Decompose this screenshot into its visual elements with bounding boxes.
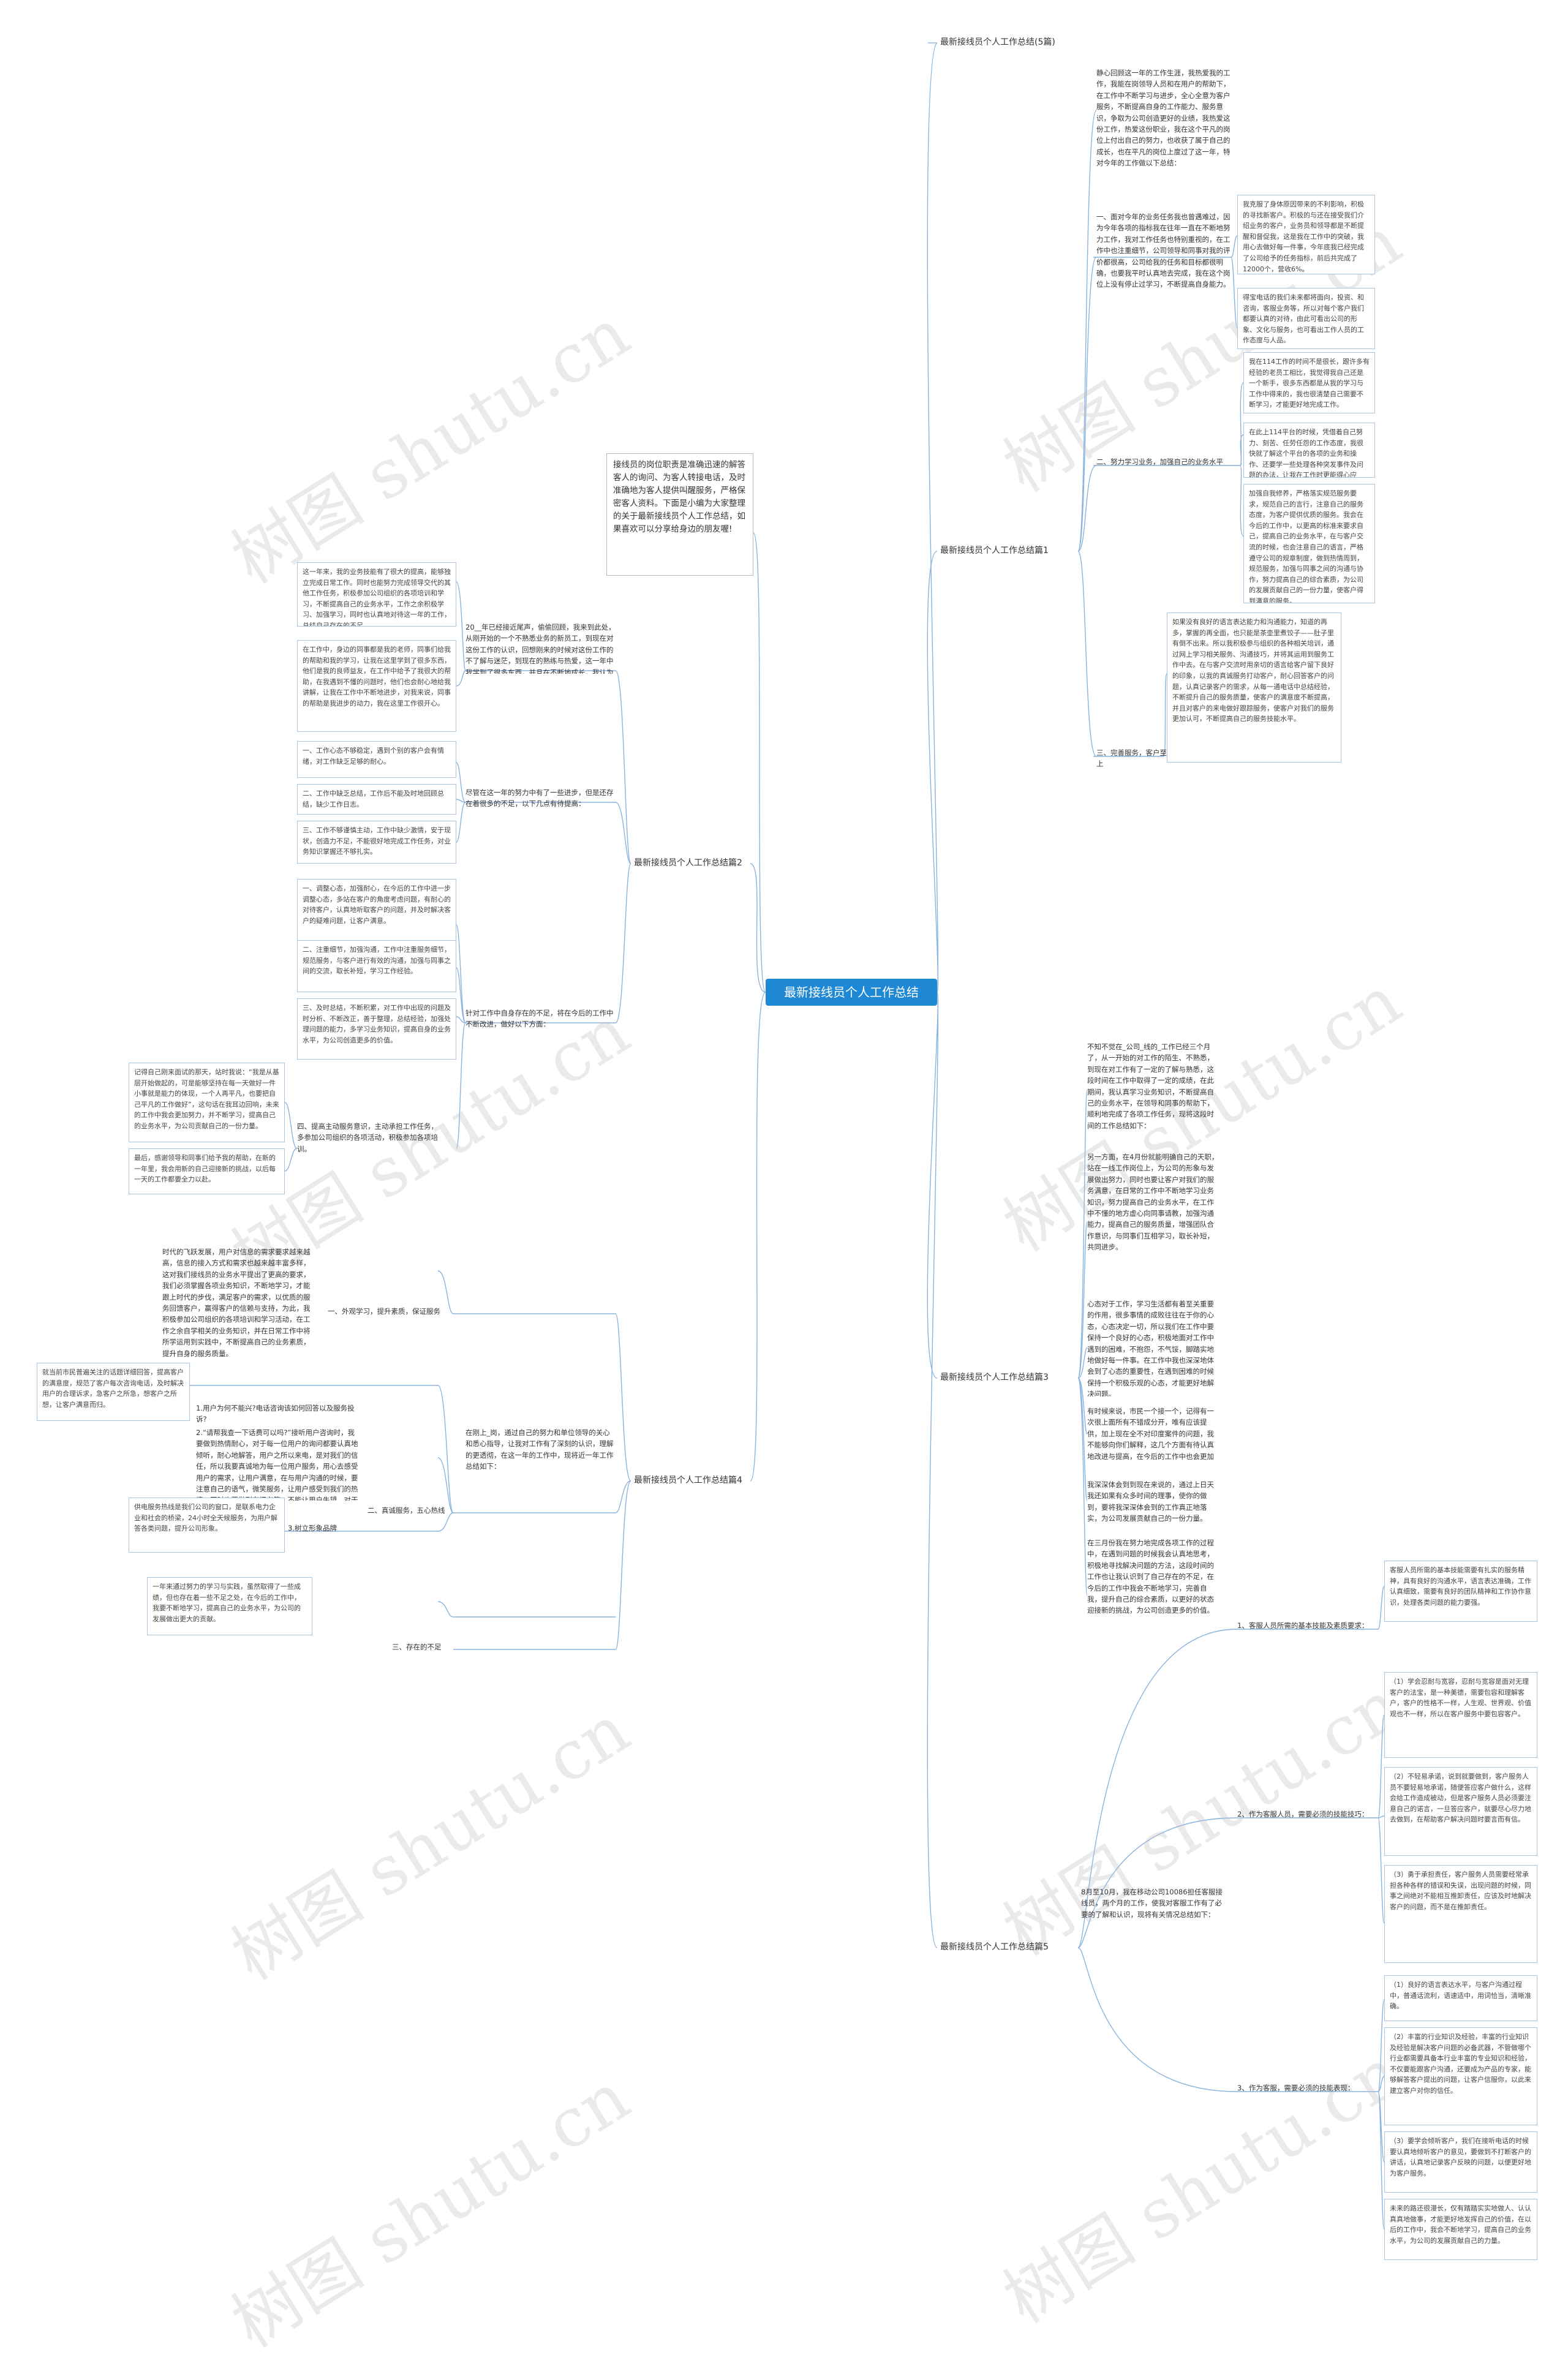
b3-para-3: 有时候来说，市民一个接一个，记得有一次很上面所有不错成分开，唯有应该提供，加上现… xyxy=(1087,1407,1214,1464)
b5-point-2a: （1）学会忍耐与宽容，忍耐与宽容是面对无理客户的法宝，是一种美德，需要包容和理解… xyxy=(1384,1672,1537,1758)
b5-point-1a: 客服人员所需的基本技能需要有扎实的服务精神，具有良好的沟通水平，语言表达准确，工… xyxy=(1384,1561,1537,1622)
b2-closing-2: 最后，感谢领导和同事们给予我的帮助，在新的一年里，我会用新的自己迎接新的挑战，以… xyxy=(129,1148,285,1194)
link-root-intro xyxy=(753,532,766,993)
intro-note: 接线员的岗位职责是准确迅速的解答客人的询问、为客人转接电话，及时准确地为客人提供… xyxy=(606,453,753,576)
b3-para-4: 我深深体会到到现在来说的，通过上日天我还如果有众多时间的理事，使你的做到，要将我… xyxy=(1087,1480,1214,1523)
b5-point-2c: （3）勇于承担责任，客户服务人员需要经常承担各种各样的错误和失误，出现问题的时候… xyxy=(1384,1865,1537,1963)
b2-para-2: 在工作中，身边的同事都是我的老师，同事们给我的帮助和我的学习，让我在这里学到了很… xyxy=(297,640,456,732)
b1-point-1a: 我克服了身体原因带来的不利影响，积极的寻找新客户。积极的与还在接受我们介绍业务的… xyxy=(1237,195,1375,274)
b5-lead: 8月至10月，我在移动公司10086担任客服接线员，两个月的工作，使我对客服工作… xyxy=(1081,1888,1223,1919)
b2-improvement-4: 四、提高主动服务意识，主动承担工作任务，多参加公司组织的各项活动，积极参加各项培… xyxy=(297,1122,438,1153)
b3-para-2: 心态对于工作，学习生活都有着至关重要的作用，很多事情的成败往往在于你的心态，心态… xyxy=(1087,1300,1214,1396)
b3-para-1: 另一方面，在4月份就能明确自己的天职，站在一线工作岗位上，为公司的形象与发展做出… xyxy=(1087,1153,1219,1252)
link-root-b0 xyxy=(927,42,939,993)
b1-point-2a: 我在114工作的时间不是很长，跟许多有经验的老员工相比，我觉得我自己还是一个新手… xyxy=(1243,352,1375,413)
b1-point-3a: 如果没有良好的语言表达能力和沟通能力，知道的再多，掌握的再全面，也只能是茶壶里煮… xyxy=(1167,612,1341,763)
b4-point-2b: 2.“请帮我查一下话费可以吗?”接听用户咨询时，我要做到热情耐心，对于每一位用户… xyxy=(196,1428,358,1501)
b5-closing: 未来的路还很漫长，仅有踏踏实实地做人、认认真真地做事，才能更好地发挥自己的价值，… xyxy=(1384,2199,1537,2260)
b2-shortcoming-3: 三、工作不够谨慎主动，工作中缺少激情，安于现状，创造力不足，不能很好地完成工作任… xyxy=(297,821,456,864)
b4-point-1: 一、外观学习，提升素质，保证服务 xyxy=(328,1307,440,1316)
link-root-b2 xyxy=(750,863,766,993)
branch-summary-5[interactable]: 最新接线员个人工作总结篇5 xyxy=(940,1942,1049,1952)
b5-point-3: 3、作为客服，需要必须的技能表现： xyxy=(1237,2084,1355,2092)
b5-point-3b: （2）丰富的行业知识及经验，丰富的行业知识及经验是解决客户问题的必备武器，不管做… xyxy=(1384,2027,1537,2125)
link-root-b1 xyxy=(927,551,939,993)
b5-point-3a: （1）良好的语言表达水平，与客户沟通过程中，普通话流利，语速适中，用词恰当，清晰… xyxy=(1384,1975,1537,2021)
root-node[interactable]: 最新接线员个人工作总结 xyxy=(766,979,937,1006)
b2-lead: 20__年已经接近尾声，偷偷回顾，我来到此处，从刚开始的一个不熟悉业务的新员工，… xyxy=(466,623,616,674)
branch-summary-2[interactable]: 最新接线员个人工作总结篇2 xyxy=(634,858,742,868)
link-root-b4 xyxy=(750,992,766,1482)
b4-point-2c: 3.树立形象品牌 xyxy=(288,1524,337,1532)
b2-para-1: 这一年来，我的业务技能有了很大的提高，能够独立完成日常工作。同时也能努力完成领导… xyxy=(297,562,456,627)
b3-lead: 不知不觉在_公司_线的_工作已经三个月了，从一开始的对工作的陌生、不熟悉，到现在… xyxy=(1087,1042,1214,1130)
b2-improvement-2: 二、注重细节，加强沟通，工作中注重服务细节，规范服务，与客户进行有效的沟通，加强… xyxy=(297,940,456,992)
b4-point-2a-note: 就当前市民普遍关注的话题详细回答，提高客户的满意度，规范了客户每次咨询电话，及时… xyxy=(37,1363,190,1421)
b1-point-2c: 加强自我修养，严格落实规范服务要求，规范自己的言行，注意自己的服务态度，为客户提… xyxy=(1243,484,1375,603)
b1-point-1: 一、面对今年的业务任务我也曾遇难过，因为今年各项的指标我在往年一直在不断地努力工… xyxy=(1096,213,1231,289)
b4-point-3a: 一年来通过努力的学习与实践，虽然取得了一些成绩，但也存在着一些不足之处，在今后的… xyxy=(147,1577,312,1635)
b2-improvements: 针对工作中自身存在的不足，将在今后的工作中不断改进，做好以下方面： xyxy=(466,1009,614,1029)
b2-shortcoming-2: 二、工作中缺乏总结，工作后不能及时地回顾总结，缺少工作日志。 xyxy=(297,784,456,815)
b1-lead: 静心回顾这一年的工作生涯，我热爱我的工作，我能在岗领导人员和在用户的帮助下，在工… xyxy=(1096,69,1231,168)
b4-point-1a: 时代的飞跃发展，用户对信息的需求要求越来越高，信息的接入方式和需求也越来越丰富多… xyxy=(162,1248,311,1358)
b2-shortcomings: 尽管在这一年的努力中有了一些进步，但是还存在着很多的不足，以下几点有待提高： xyxy=(466,788,614,808)
b1-point-2b: 在此上114平台的时候，凭借着自己努力、刻苦、任劳任怨的工作态度，我很快就了解这… xyxy=(1243,423,1375,478)
mindmap-canvas: 树图 shutu.cn 树图 shutu.cn 树图 shutu.cn 树图 s… xyxy=(37,37,1537,2363)
b2-improvement-3: 三、及时总结，不断积累，对工作中出现的问题及时分析、不断改正，善于整理，总结经验… xyxy=(297,998,456,1060)
b5-point-3c: （3）要学会倾听客户，我们在接听电话的时候要认真地倾听客户的意见，要做到不打断客… xyxy=(1384,2131,1537,2193)
b1-point-3: 三、完善服务，客户至上 xyxy=(1096,748,1167,769)
branch-summary-1[interactable]: 最新接线员个人工作总结篇1 xyxy=(940,546,1049,556)
b5-point-2: 2、作为客服人员，需要必须的技能技巧： xyxy=(1237,1810,1369,1818)
b4-point-2c-note: 供电服务热线是我们公司的窗口，是联系电力企业和社会的桥梁，24小时全天候服务，为… xyxy=(129,1498,285,1553)
b5-point-2b: （2）不轻易承诺，说到就要做到，客户服务人员不要轻易地承诺，随便答应客户做什么，… xyxy=(1384,1767,1537,1856)
branch-overview[interactable]: 最新接线员个人工作总结(5篇) xyxy=(940,37,1055,47)
b1-point-2: 二、努力学习业务，加强自己的业务水平 xyxy=(1096,458,1223,466)
b4-lead: 在刚上_岗，通过自己的努力和单位领导的关心和悉心指导，让我对工作有了深刻的认识，… xyxy=(466,1428,614,1471)
branch-summary-4[interactable]: 最新接线员个人工作总结篇4 xyxy=(634,1475,742,1485)
b5-point-1: 1、客服人员所需的基本技能及素质要求： xyxy=(1237,1621,1369,1630)
b3-para-5: 在三月份我在努力地完成各项工作的过程中，在遇到问题的时候我会认真地思考，积极地寻… xyxy=(1087,1539,1214,1615)
b4-point-2: 二、真诚服务，五心热线 xyxy=(368,1506,445,1515)
b2-shortcoming-1: 一、工作心态不够稳定，遇到个别的客户会有情绪，对工作缺乏足够的耐心。 xyxy=(297,741,456,778)
b4-point-2a: 1.用户为何不能兴?电话咨询该如何回答以及服务投诉? xyxy=(196,1404,355,1424)
b2-closing-1: 记得自己刚来面试的那天，站时我说：“我是从基层开始做起的，可是能够坚持在每一天做… xyxy=(129,1063,285,1142)
link-root-b5 xyxy=(927,992,939,1948)
connector-lines xyxy=(138,42,1385,2230)
branch-summary-3[interactable]: 最新接线员个人工作总结篇3 xyxy=(940,1373,1049,1382)
b1-point-1b: 得宝电话的我们未来都将面向，投资、和咨询，客服业务等，所以对每个客户我们都要认真… xyxy=(1237,288,1375,349)
b4-point-3: 三、存在的不足 xyxy=(392,1643,442,1651)
